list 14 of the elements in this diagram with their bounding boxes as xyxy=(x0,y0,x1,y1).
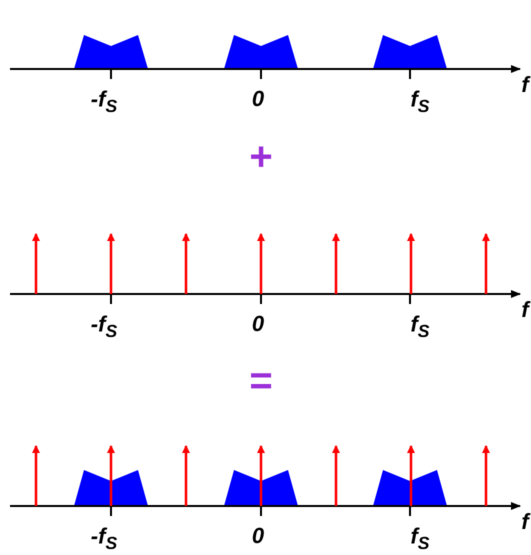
frequency-label: 0 xyxy=(252,88,264,110)
frequency-label: -f$_{S}$ xyxy=(90,314,118,340)
frequency-label: 0 xyxy=(252,525,264,547)
frequency-label: f$_{S}$ xyxy=(410,314,430,340)
frequency-label: -f$_{S}$ xyxy=(90,526,118,552)
operator-symbol: = xyxy=(249,361,273,401)
frequency-label: f$_{S}$ xyxy=(410,526,430,552)
frequency-label: f$_{S}$ xyxy=(410,88,430,116)
frequency-label: 0 xyxy=(252,313,264,335)
operator-symbol: + xyxy=(249,137,273,177)
axis-label: f xyxy=(521,511,529,533)
axis-label: f xyxy=(521,74,529,96)
frequency-label: -f$_{S}$ xyxy=(90,88,118,116)
axis-label: f xyxy=(521,299,529,321)
